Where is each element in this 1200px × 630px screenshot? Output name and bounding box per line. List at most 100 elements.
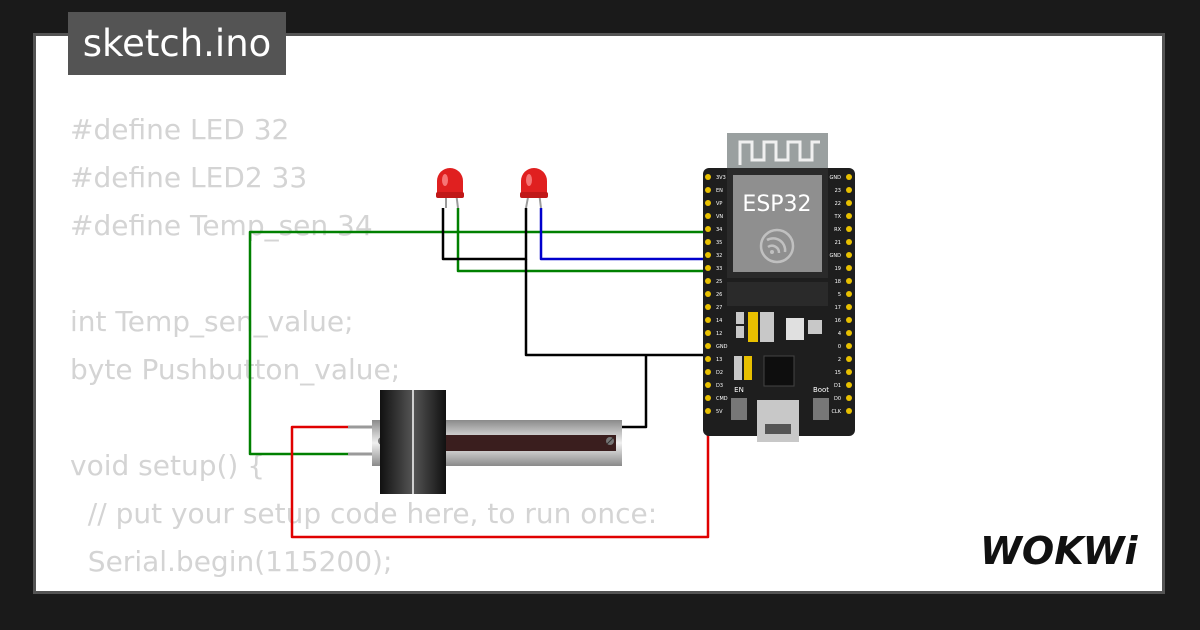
code-line: #define Temp_sen 34 — [70, 209, 373, 242]
pin-22[interactable] — [846, 200, 852, 206]
pin-5[interactable] — [846, 291, 852, 297]
esp32-label: ESP32 — [742, 192, 811, 217]
pin-25[interactable] — [705, 278, 711, 284]
preview-card: #define LED 32 #define LED2 33 #define Tem… — [33, 33, 1165, 594]
pin-21[interactable] — [846, 239, 852, 245]
boot-button[interactable] — [813, 398, 829, 420]
antenna-trace-icon — [738, 140, 820, 165]
pin-rx[interactable] — [846, 226, 852, 232]
esp32-board[interactable]: ESP32 EN Boot 3V3ENVPVN34353233252627141… — [703, 133, 855, 442]
slide-potentiometer[interactable] — [348, 390, 622, 494]
pin-label: GND — [716, 344, 728, 350]
pin-label: D0 — [834, 396, 841, 402]
pin-label: EN — [716, 188, 723, 194]
pin-2[interactable] — [846, 356, 852, 362]
pin-gnd[interactable] — [705, 343, 711, 349]
pin-label: VN — [716, 214, 723, 220]
pin-label: RX — [834, 227, 841, 233]
wire-blue-led1 — [539, 208, 708, 261]
pin-label: 5V — [716, 409, 723, 415]
pin-label: 12 — [716, 331, 722, 337]
pin-34[interactable] — [705, 226, 711, 232]
wokwi-logo: WOKWi — [980, 529, 1139, 573]
pin-label: 25 — [716, 279, 722, 285]
pin-label: 27 — [716, 305, 722, 311]
pin-label: VP — [716, 201, 722, 207]
pin-label: 32 — [716, 253, 722, 259]
pin-clk[interactable] — [846, 408, 852, 414]
pin-19[interactable] — [846, 265, 852, 271]
pin-16[interactable] — [846, 317, 852, 323]
pin-27[interactable] — [705, 304, 711, 310]
code-line: byte Pushbutton_value; — [70, 353, 401, 386]
pin-label: 26 — [716, 292, 722, 298]
pin-label: 16 — [835, 318, 841, 324]
pin-15[interactable] — [846, 369, 852, 375]
pin-3v3[interactable] — [705, 174, 711, 180]
pin-vn[interactable] — [705, 213, 711, 219]
wire-green-pot — [248, 230, 708, 456]
code-line: #define LED 32 — [70, 113, 290, 146]
pin-gnd[interactable] — [846, 174, 852, 180]
pin-14[interactable] — [705, 317, 711, 323]
en-label: EN — [734, 386, 744, 394]
wire-red-5v — [290, 425, 710, 539]
pin-label: 3V3 — [716, 175, 726, 181]
pin-label: 15 — [835, 370, 841, 376]
pin-0[interactable] — [846, 343, 852, 349]
pin-label: D3 — [716, 383, 723, 389]
pin-35[interactable] — [705, 239, 711, 245]
wire-black-gnd — [524, 259, 708, 357]
usb-port — [757, 400, 799, 442]
pin-en[interactable] — [705, 187, 711, 193]
pin-label: 35 — [716, 240, 722, 246]
pin-17[interactable] — [846, 304, 852, 310]
pin-5v[interactable] — [705, 408, 711, 414]
pin-label: 4 — [838, 331, 841, 337]
pin-tx[interactable] — [846, 213, 852, 219]
pin-vp[interactable] — [705, 200, 711, 206]
pin-33[interactable] — [705, 265, 711, 271]
code-line: #define LED2 33 — [70, 161, 308, 194]
pin-4[interactable] — [846, 330, 852, 336]
pin-d1[interactable] — [846, 382, 852, 388]
code-preview: #define LED 32 #define LED2 33 #define Tem… — [70, 106, 657, 591]
pin-32[interactable] — [705, 252, 711, 258]
pin-26[interactable] — [705, 291, 711, 297]
pin-label: 13 — [716, 357, 722, 363]
pin-label: 18 — [835, 279, 841, 285]
boot-label: Boot — [813, 386, 829, 394]
pin-cmd[interactable] — [705, 395, 711, 401]
pin-label: 23 — [835, 188, 841, 194]
en-button[interactable] — [731, 398, 747, 420]
led-2[interactable] — [520, 168, 548, 209]
pin-12[interactable] — [705, 330, 711, 336]
pin-label: GND — [830, 175, 842, 181]
pin-13[interactable] — [705, 356, 711, 362]
pin-label: GND — [830, 253, 842, 259]
pin-label: 2 — [838, 357, 841, 363]
pin-label: 21 — [835, 240, 841, 246]
pin-label: CLK — [831, 409, 841, 415]
pin-label: CMD — [716, 396, 728, 402]
pin-18[interactable] — [846, 278, 852, 284]
pin-d3[interactable] — [705, 382, 711, 388]
code-line: int Temp_sen_value; — [70, 305, 354, 338]
pin-gnd[interactable] — [846, 252, 852, 258]
pin-label: 14 — [716, 318, 722, 324]
pin-label: 19 — [835, 266, 841, 272]
pin-label: D2 — [716, 370, 723, 376]
pin-label: 0 — [838, 344, 841, 350]
code-line: Serial.begin(115200); — [70, 545, 393, 578]
pin-label: 17 — [835, 305, 841, 311]
pin-d2[interactable] — [705, 369, 711, 375]
pin-23[interactable] — [846, 187, 852, 193]
pin-label: 33 — [716, 266, 722, 272]
filename-tab: sketch.ino — [68, 12, 286, 75]
wire-black-led-gnd — [441, 208, 528, 261]
pin-d0[interactable] — [846, 395, 852, 401]
pin-label: TX — [834, 214, 842, 220]
led-1[interactable] — [436, 168, 464, 209]
